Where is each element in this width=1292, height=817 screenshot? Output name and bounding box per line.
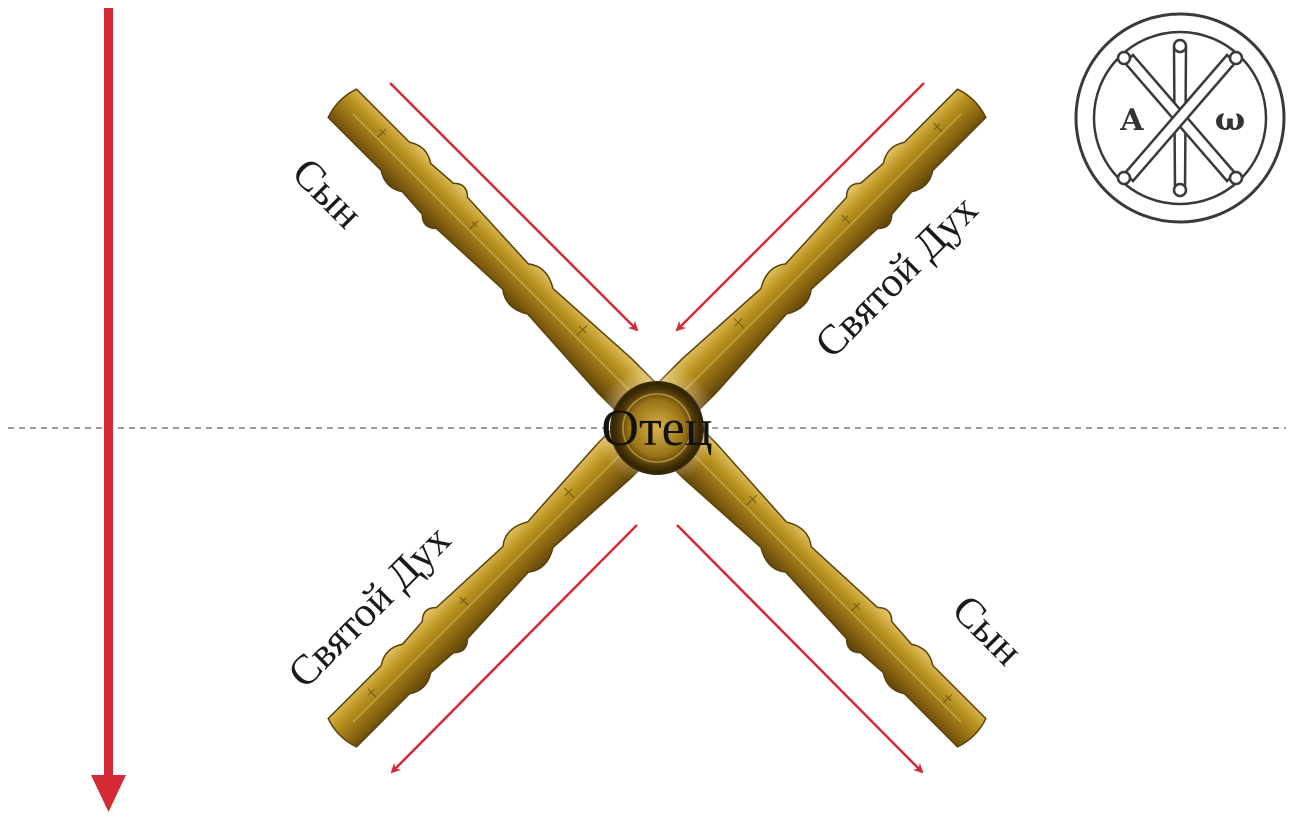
vertical-arrow: [91, 8, 126, 812]
alpha-omega-seal: А ω: [1076, 14, 1284, 222]
center-label: Отец: [601, 400, 712, 457]
label-lower-right: Сын: [943, 587, 1031, 675]
seal-alpha: А: [1120, 103, 1145, 138]
seal-omega: ω: [1215, 100, 1245, 138]
label-upper-left: Сын: [283, 150, 371, 238]
